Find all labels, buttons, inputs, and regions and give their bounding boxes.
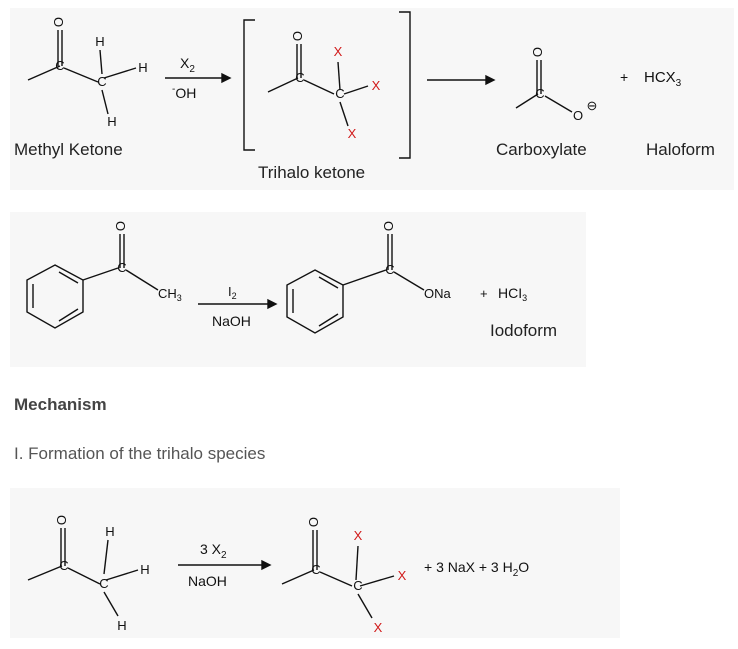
reagent-3x2: 3 X2 [200, 541, 227, 561]
atom-x: X [354, 528, 363, 543]
atom-o: O [530, 47, 545, 57]
iodoform-formula: HCI3 [498, 285, 527, 303]
label-iodoform: Iodoform [490, 321, 558, 340]
atom-x: X [374, 620, 383, 635]
atom-h: H [107, 114, 116, 129]
reaction3-panel [10, 488, 620, 638]
atom-c: C [353, 578, 362, 593]
methyl-group: CH3 [158, 286, 182, 303]
sodium-carboxylate: ONa [424, 286, 452, 301]
atom-o: O [306, 517, 321, 527]
atom-x: X [348, 126, 357, 141]
reaction2-panel [10, 212, 586, 367]
negative-charge-icon: ⊖ [587, 98, 598, 113]
atom-c: C [99, 576, 108, 591]
atom-o: O [381, 221, 396, 231]
label-carboxylate: Carboxylate [496, 140, 587, 159]
atom-o: O [113, 221, 128, 231]
atom-c: C [311, 562, 320, 577]
atom-c: C [59, 558, 68, 573]
atom-h: H [117, 618, 126, 633]
reagent-hydroxide: -OH [172, 84, 196, 101]
section-heading: Mechanism [14, 395, 107, 414]
atom-h: H [140, 562, 149, 577]
atom-x: X [372, 78, 381, 93]
atom-c: C [385, 262, 394, 277]
atom-o-minus: O [573, 108, 583, 123]
plus-sign: + [620, 69, 628, 85]
atom-c: C [55, 58, 64, 73]
atom-c: C [97, 74, 106, 89]
atom-c: C [117, 260, 126, 275]
atom-o: O [54, 515, 69, 525]
atom-h: H [138, 60, 147, 75]
byproducts: + 3 NaX + 3 H2O [424, 559, 529, 579]
atom-o: O [51, 17, 66, 27]
label-trihalo-ketone: Trihalo ketone [258, 163, 366, 182]
atom-h: H [105, 524, 114, 539]
reaction1-panel [10, 8, 734, 190]
atom-c: C [335, 86, 344, 101]
haloform-formula: HCX3 [644, 69, 682, 89]
reagent-naoh: NaOH [212, 313, 251, 329]
atom-x: X [334, 44, 343, 59]
atom-h: H [95, 34, 104, 49]
atom-o: O [290, 31, 305, 41]
label-methyl-ketone: Methyl Ketone [14, 140, 123, 159]
plus-sign: + [480, 286, 488, 301]
reagent-naoh: NaOH [188, 573, 227, 589]
reagent-iodine: I2 [228, 284, 237, 301]
atom-x: X [398, 568, 407, 583]
reagent-x2: X2 [180, 55, 195, 75]
atom-c: C [295, 70, 304, 85]
label-haloform: Haloform [646, 140, 715, 159]
atom-c: C [535, 86, 544, 101]
step-title: I. Formation of the trihalo species [14, 444, 266, 463]
